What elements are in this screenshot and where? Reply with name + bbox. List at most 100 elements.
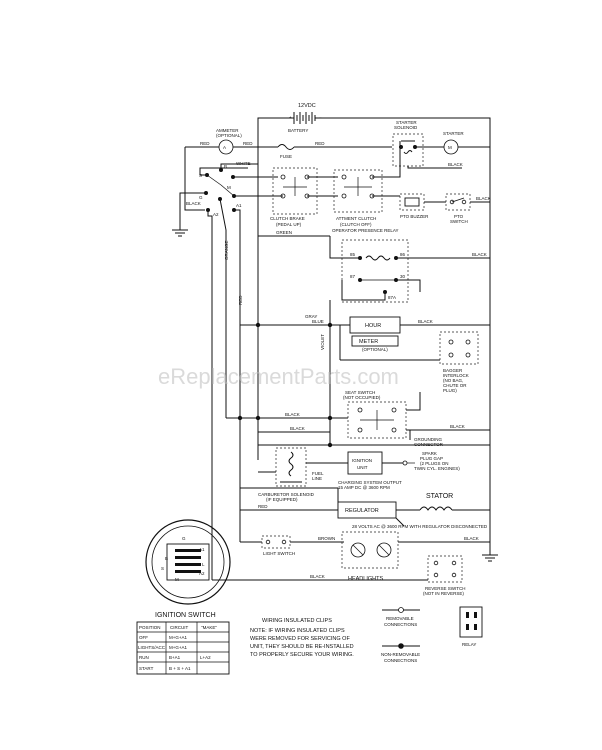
- table-cell: B+A1: [169, 655, 181, 660]
- pto-buzzer: PTO BUZZER: [399, 193, 429, 219]
- ign-schem-m: M: [227, 185, 231, 190]
- ignition-unit: IGNITION UNIT: [347, 451, 383, 475]
- wire-label-red-3: RED: [315, 141, 325, 146]
- ignition-switch-schematic: S B M G A1 A2: [199, 164, 242, 217]
- ign-schem-a2: A2: [213, 212, 219, 217]
- ign-face-s: S: [161, 566, 164, 571]
- seat-switch-label-1: SEAT SWITCH: [345, 390, 375, 395]
- wire-label-red-2: RED: [243, 141, 253, 146]
- ammeter-optional-label: (OPTIONAL): [216, 133, 242, 138]
- ign-face-b: B: [165, 556, 168, 561]
- operator-presence-relay: OPERATOR PRESENCE RELAY 85 86 87 30 87A: [332, 228, 409, 303]
- reverse-label-2: (NOT IN REVERSE): [423, 591, 464, 596]
- headlights-label: HEADLIGHTS: [348, 576, 383, 582]
- hour-meter: HOUR METER (OPTIONAL): [349, 316, 401, 352]
- spark-label-1: SPARK: [422, 451, 437, 456]
- clips-note-line-3: UNIT, THEY SHOULD BE RE-INSTALLED: [250, 644, 354, 650]
- pto-buzzer-label: PTO BUZZER: [400, 214, 429, 219]
- ammeter-label: AMMETER: [216, 128, 239, 133]
- seat-switch: SEAT SWITCH (NOT OCCUPIED): [343, 390, 407, 439]
- headlights: HEADLIGHTS: [341, 531, 399, 582]
- ignition-switch-face: G A1 B L S A2 M IGNITION SWITCH: [145, 519, 231, 619]
- light-switch-label: LIGHT SWITCH: [263, 551, 295, 556]
- wire-label-black-hour: BLACK: [418, 319, 433, 324]
- clutch-brake-label-1: CLUTCH BRAKE: [270, 216, 305, 221]
- wire-label-black-row: BLACK: [290, 426, 305, 431]
- spark-label-2: PLUG GAP: [420, 456, 443, 461]
- attachment-clutch-label-2: (CLUTCH OFF): [340, 222, 372, 227]
- ammeter: A AMMETER (OPTIONAL): [216, 128, 242, 155]
- hour-meter-label-1: HOUR: [365, 323, 381, 329]
- ign-face-a2: A2: [199, 571, 205, 576]
- relay-85: 85: [350, 252, 356, 257]
- stator: STATOR: [419, 493, 453, 511]
- clips-note-line-1: NOTE: IF WIRING INSULATED CLIPS: [250, 628, 345, 634]
- wire-label-violet: VIOLET: [320, 334, 325, 350]
- svg-text:A: A: [223, 145, 226, 150]
- legend-nonremovable-2: CONNECTIONS: [384, 658, 417, 663]
- pto-switch: PTO SWITCH: [445, 193, 471, 224]
- pto-switch-label-2: SWITCH: [450, 219, 468, 224]
- battery-label: BATTERY: [288, 128, 308, 133]
- wire-label-white-1: WHITE: [236, 161, 251, 166]
- ign-schem-g: G: [199, 195, 203, 200]
- connection-legend: REMOVABLE CONNECTIONS NON-REMOVABLE CONN…: [381, 607, 420, 663]
- wiring-clips-note: WIRING INSULATED CLIPS NOTE: IF WIRING I…: [250, 618, 354, 658]
- attachment-clutch-label-1: ATTMENT CLUTCH: [336, 216, 376, 221]
- bagger-interlock: BAGGER INTERLOCK (NO BAG, CHUTE OR PLUG): [439, 331, 479, 393]
- table-cell: RUN: [139, 655, 149, 660]
- bagger-label-1: BAGGER: [443, 368, 463, 373]
- table-cell: LIGHTS/ACC: [138, 645, 166, 650]
- clutch-brake-label-2: (PEDAL UP): [276, 222, 302, 227]
- wire-label-black-top: BLACK: [448, 162, 463, 167]
- light-switch: LIGHT SWITCH: [261, 535, 295, 556]
- wire-label-orange-1: ORANGE: [224, 240, 229, 260]
- wire-label-black-pto: BLACK: [476, 196, 491, 201]
- wire-label-red-reg: RED: [258, 504, 268, 509]
- carb-label-2: (IF EQUIPPED): [266, 497, 298, 502]
- relay-30: 30: [400, 274, 406, 279]
- bagger-label-4: CHUTE OR: [443, 383, 467, 388]
- wire-label-black-seat: BLACK: [285, 412, 300, 417]
- fuse-label: FUSE: [280, 154, 292, 159]
- legend-nonremovable-1: NON-REMOVABLE: [381, 652, 420, 657]
- ignition-unit-label-1: IGNITION: [352, 458, 372, 463]
- relay-icon-label: RELAY: [462, 642, 476, 647]
- attachment-clutch-switch: ATTMENT CLUTCH (CLUTCH OFF): [333, 169, 383, 227]
- fuse: FUSE: [277, 144, 295, 159]
- ign-face-g: G: [182, 536, 186, 541]
- clips-note-title: WIRING INSULATED CLIPS: [262, 618, 332, 624]
- opr-relay-label: OPERATOR PRESENCE RELAY: [332, 228, 399, 233]
- clips-note-line-2: WERE REMOVED FOR SERVICING OF: [250, 636, 350, 642]
- starter-motor: M STARTER: [443, 131, 464, 155]
- fuel-line-label-2: LINE: [312, 476, 322, 481]
- pto-switch-label-1: PTO: [454, 214, 464, 219]
- wire-label-black-ign: BLACK: [186, 201, 201, 206]
- relay-87a: 87A: [388, 295, 396, 300]
- table-cell: M+G+A1: [169, 645, 188, 650]
- legend-removable-1: REMOVABLE: [386, 616, 414, 621]
- ignition-unit-label-2: UNIT: [357, 465, 368, 470]
- ign-face-a1: A1: [199, 547, 205, 552]
- wire-label-black-head: BLACK: [464, 536, 479, 541]
- relay-87: 87: [350, 274, 356, 279]
- grounding-label-1: GROUNDING: [414, 437, 442, 442]
- battery-voltage-label: 12VDC: [298, 103, 316, 109]
- starter-solenoid: STARTER SOLENOID: [392, 120, 424, 167]
- clips-note-line-4: TO PROPERLY SECURE YOUR WIRING.: [250, 652, 354, 658]
- regulator: REGULATOR: [337, 501, 397, 519]
- table-header-circuit: CIRCUIT: [170, 625, 188, 630]
- hour-meter-optional: (OPTIONAL): [362, 347, 388, 352]
- wire-label-blue: BLUE: [312, 319, 324, 324]
- ign-face-m: M: [175, 577, 179, 582]
- wire-label-gray: GRAY: [305, 314, 317, 319]
- stator-label: STATOR: [426, 493, 453, 500]
- grounding-connector: GROUNDING CONNECTOR: [409, 430, 444, 447]
- reverse-label-1: REVERSE SWITCH: [425, 586, 466, 591]
- legend-removable-2: CONNECTIONS: [384, 622, 417, 627]
- bagger-label-2: INTERLOCK: [443, 373, 469, 378]
- ign-face-l: L: [202, 562, 205, 567]
- ign-schem-a1: A1: [236, 203, 242, 208]
- regulator-label: REGULATOR: [345, 508, 379, 514]
